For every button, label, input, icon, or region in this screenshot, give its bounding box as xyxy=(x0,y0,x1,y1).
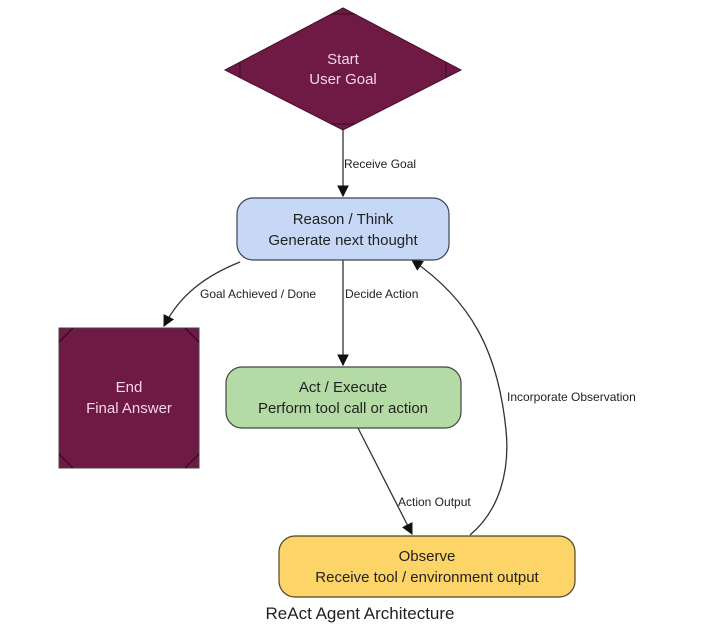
edge-line xyxy=(163,261,241,328)
act-subtitle: Perform tool call or action xyxy=(258,400,428,417)
reason-title: Reason / Think xyxy=(293,211,394,228)
edge-line xyxy=(411,259,508,536)
node-act: Act / Execute Perform tool call or actio… xyxy=(225,366,462,429)
reason-box xyxy=(236,197,450,261)
edge-label-decide-action: Decide Action xyxy=(345,287,418,301)
edge-line xyxy=(357,427,413,536)
start-title: Start xyxy=(327,51,360,68)
node-start: Start User Goal xyxy=(223,7,463,131)
end-box xyxy=(58,327,200,469)
edge-reason-to-end: Goal Achieved / Done xyxy=(163,261,316,328)
edge-start-to-reason: Receive Goal xyxy=(337,128,416,198)
edge-label-incorporate-observation: Incorporate Observation xyxy=(507,390,636,404)
edge-reason-to-act: Decide Action xyxy=(337,260,418,367)
edge-act-to-observe: Action Output xyxy=(357,427,471,536)
reason-subtitle: Generate next thought xyxy=(268,232,418,249)
node-observe: Observe Receive tool / environment outpu… xyxy=(278,535,576,598)
act-title: Act / Execute xyxy=(299,379,387,396)
edge-observe-to-reason: Incorporate Observation xyxy=(411,259,636,536)
start-diamond-shape xyxy=(223,7,463,131)
start-subtitle: User Goal xyxy=(309,71,377,88)
act-box xyxy=(225,366,462,429)
edge-label-receive-goal: Receive Goal xyxy=(344,157,416,171)
node-end: End Final Answer xyxy=(58,327,200,469)
node-reason: Reason / Think Generate next thought xyxy=(236,197,450,261)
end-title: End xyxy=(116,379,143,396)
edge-label-goal-achieved: Goal Achieved / Done xyxy=(200,287,316,301)
diagram-title: ReAct Agent Architecture xyxy=(266,604,455,623)
observe-title: Observe xyxy=(399,548,456,565)
end-subtitle: Final Answer xyxy=(86,400,172,417)
observe-box xyxy=(278,535,576,598)
observe-subtitle: Receive tool / environment output xyxy=(315,569,539,586)
edge-label-action-output: Action Output xyxy=(398,495,471,509)
